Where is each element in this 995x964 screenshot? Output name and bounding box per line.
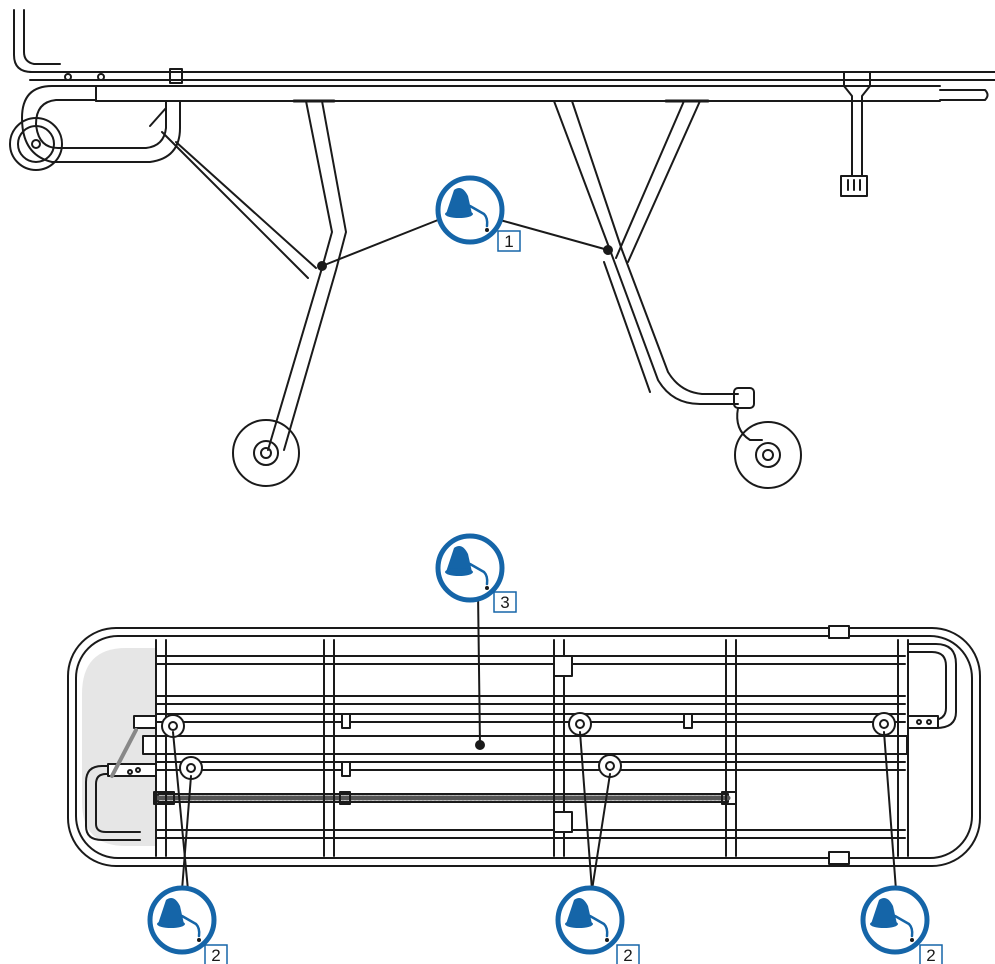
oil-can-lubrication-icon	[445, 546, 489, 590]
lube-point-central-bar	[475, 740, 485, 750]
left-wheel	[232, 419, 300, 487]
stretcher-side-view	[9, 9, 995, 489]
head-shaded-area	[82, 648, 156, 846]
lubrication-callout-c2a: 2	[147, 885, 228, 964]
oil-can-lubrication-icon	[157, 898, 201, 942]
callout-number: 2	[623, 946, 632, 964]
callout-number: 1	[504, 232, 513, 251]
outer-frame	[67, 627, 981, 867]
callout-number-box	[616, 944, 640, 964]
head-handle	[13, 9, 61, 73]
stretcher-top-view	[67, 591, 981, 891]
right-leg	[553, 100, 739, 405]
foot-post-grip	[840, 175, 868, 197]
callout-number: 2	[926, 946, 935, 964]
central-bar	[142, 735, 908, 755]
right-wheel	[734, 421, 802, 489]
lubrication-callout-c2b: 2	[555, 885, 640, 964]
callout-number-box	[204, 944, 228, 964]
callout-number-box	[493, 591, 517, 613]
lube-pivot-points	[161, 712, 896, 780]
callout-number-box	[497, 230, 521, 252]
oil-can-lubrication-icon	[445, 188, 489, 232]
callout-number: 2	[211, 946, 220, 964]
lubrication-callout-c1: 1	[435, 175, 521, 252]
callout-number: 3	[500, 593, 509, 612]
head-loop-frame	[21, 85, 181, 163]
oil-can-lubrication-icon	[870, 898, 914, 942]
lubrication-callout-c3: 3	[435, 533, 517, 613]
callout-number-box	[919, 944, 943, 964]
left-leg	[267, 100, 333, 451]
cross-members	[155, 639, 909, 857]
head-wheel	[9, 117, 63, 171]
oil-can-lubrication-icon	[565, 898, 609, 942]
lubrication-callout-c2c: 2	[860, 885, 943, 964]
